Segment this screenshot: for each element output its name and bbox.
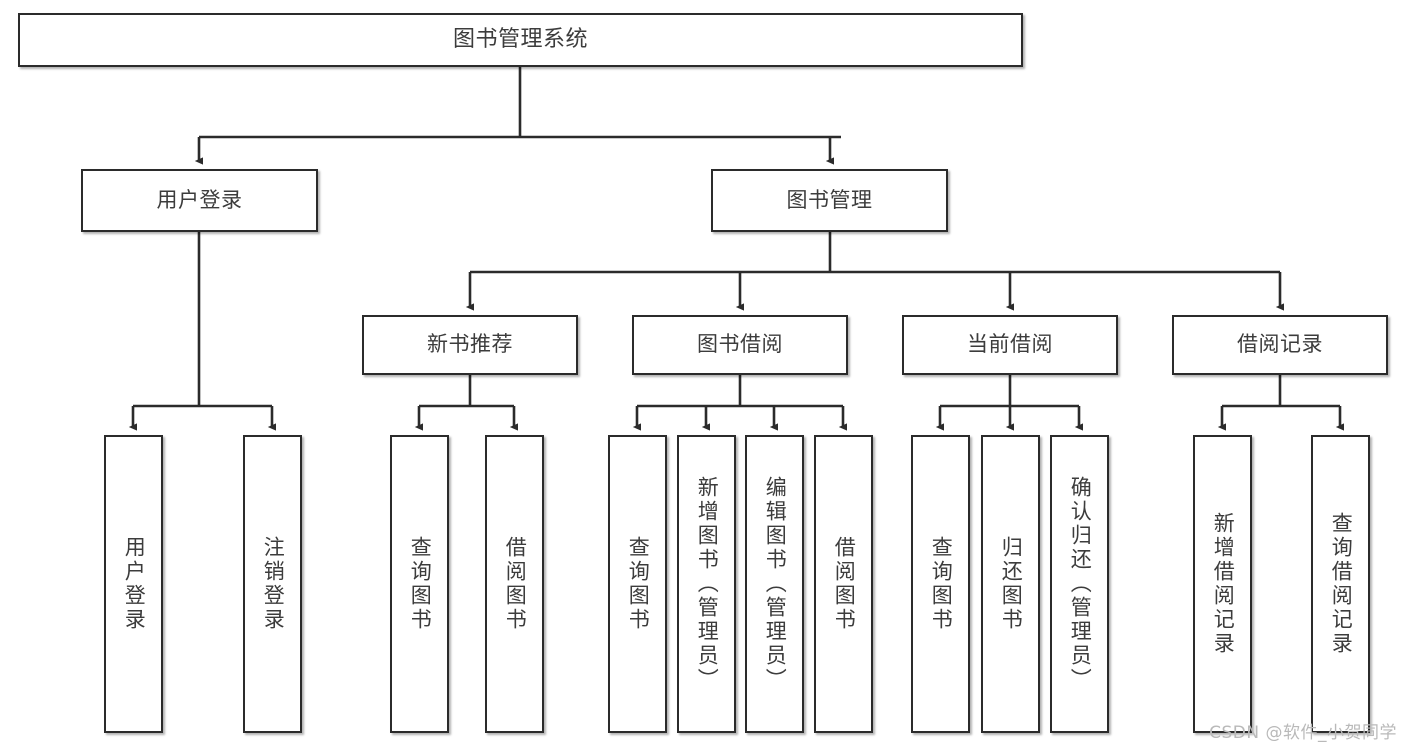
node-root-system[interactable]: 图书管理系统 [18,13,1023,67]
node-current-borrow-label: 当前借阅 [967,332,1053,357]
edges-borrow-record-to-leaves [1217,375,1345,431]
edges-new-book-to-leaves [414,375,519,431]
edges-book-manage-to-level3 [465,232,1285,311]
node-leaf-edit-book[interactable]: 编辑图书（管理员） [745,435,804,733]
node-leaf-user-login[interactable]: 用户登录 [104,435,163,733]
edges-current-borrow-to-leaves [935,375,1084,431]
edges-book-borrow-to-leaves [632,375,848,431]
node-current-borrow[interactable]: 当前借阅 [902,315,1118,375]
node-leaf-query-record[interactable]: 查询借阅记录 [1311,435,1370,733]
node-leaf-return-book-label: 归还图书 [999,536,1024,632]
node-book-borrow-label: 图书借阅 [697,332,783,357]
node-leaf-edit-book-label: 编辑图书（管理员） [763,476,788,692]
node-leaf-return-book[interactable]: 归还图书 [981,435,1040,733]
node-leaf-borrow-book-1[interactable]: 借阅图书 [485,435,544,733]
node-leaf-query-book-3-label: 查询图书 [929,536,954,632]
node-leaf-query-book-1[interactable]: 查询图书 [390,435,449,733]
edges-user-login-to-leaves [128,232,277,431]
node-book-manage[interactable]: 图书管理 [711,169,948,232]
node-leaf-confirm-return-label: 确认归还（管理员） [1068,476,1093,692]
node-leaf-borrow-book-1-label: 借阅图书 [503,536,528,632]
node-leaf-confirm-return[interactable]: 确认归还（管理员） [1050,435,1109,733]
node-borrow-record-label: 借阅记录 [1237,332,1323,357]
node-new-book-recommend-label: 新书推荐 [427,332,513,357]
node-leaf-query-book-2[interactable]: 查询图书 [608,435,667,733]
node-leaf-logout[interactable]: 注销登录 [243,435,302,733]
node-leaf-logout-label: 注销登录 [261,536,286,632]
node-user-login-label: 用户登录 [156,187,243,212]
node-leaf-add-book[interactable]: 新增图书（管理员） [677,435,736,733]
edges-root-to-level2 [194,67,841,165]
node-leaf-add-book-label: 新增图书（管理员） [695,476,720,692]
watermark-text: CSDN @软件_小贺同学 [1209,723,1397,743]
node-leaf-query-book-2-label: 查询图书 [626,536,651,632]
node-leaf-add-record-label: 新增借阅记录 [1211,512,1236,656]
node-book-borrow[interactable]: 图书借阅 [632,315,848,375]
node-leaf-borrow-book-2-label: 借阅图书 [832,536,857,632]
node-leaf-borrow-book-2[interactable]: 借阅图书 [814,435,873,733]
node-borrow-record[interactable]: 借阅记录 [1172,315,1388,375]
node-leaf-user-login-label: 用户登录 [122,536,147,632]
node-book-manage-label: 图书管理 [786,187,873,212]
node-leaf-query-book-3[interactable]: 查询图书 [911,435,970,733]
node-leaf-add-record[interactable]: 新增借阅记录 [1193,435,1252,733]
node-leaf-query-record-label: 查询借阅记录 [1329,512,1354,656]
node-leaf-query-book-1-label: 查询图书 [408,536,433,632]
node-user-login[interactable]: 用户登录 [81,169,318,232]
node-new-book-recommend[interactable]: 新书推荐 [362,315,578,375]
node-root-system-label: 图书管理系统 [452,26,588,52]
